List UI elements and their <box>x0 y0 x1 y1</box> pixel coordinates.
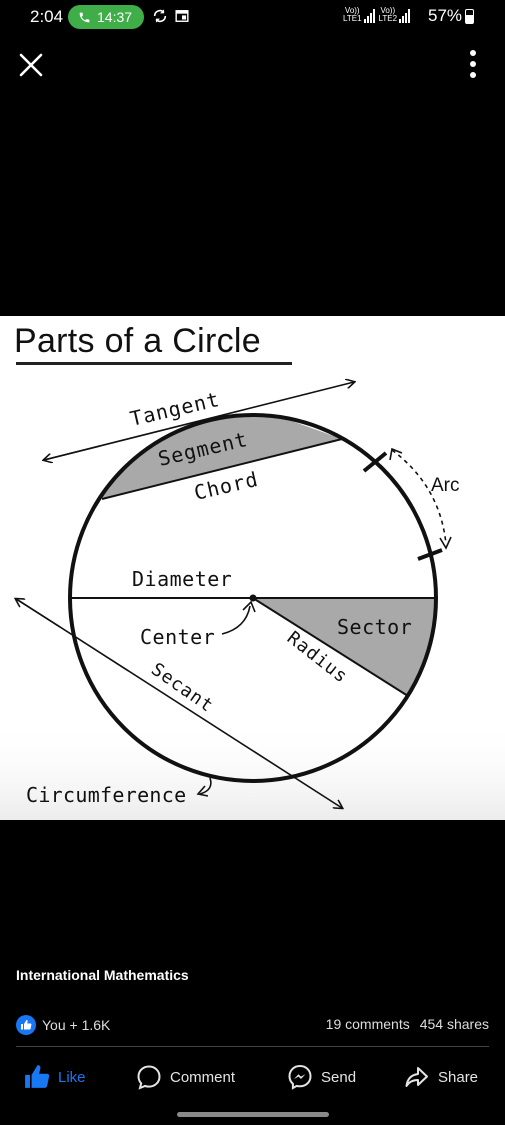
chord-line <box>101 438 343 500</box>
label-circumference: Circumference <box>26 783 186 807</box>
post-author[interactable]: International Mathematics <box>16 967 189 983</box>
like-reaction-icon <box>16 1015 36 1035</box>
reactions-summary[interactable]: You + 1.6K <box>16 1015 110 1035</box>
label-center: Center <box>140 625 215 649</box>
arc-arrowhead-bottom <box>439 536 452 550</box>
center-dot <box>249 594 257 602</box>
sim2-volte-label: Vo)) <box>380 6 396 15</box>
secant-left-arrow <box>16 599 61 628</box>
more-vertical-icon[interactable] <box>465 46 481 82</box>
like-label: Like <box>58 1068 86 1086</box>
arc-tick-top <box>362 451 388 473</box>
gallery-icon <box>175 10 189 22</box>
sim1-volte-label: Vo)) <box>344 6 360 15</box>
circumference-pointer <box>199 777 212 795</box>
phone-icon <box>79 12 90 22</box>
sim2-signal: Vo)) LTE2 <box>379 7 411 23</box>
arc-dashed-arrow <box>391 449 447 545</box>
tangent-left-arrow <box>44 445 101 460</box>
label-secant: Secant <box>147 659 217 717</box>
label-arc: Arc <box>431 475 460 496</box>
home-indicator[interactable] <box>177 1112 329 1117</box>
call-duration: 14:37 <box>97 9 133 25</box>
share-button[interactable]: Share <box>404 1060 478 1094</box>
sim2-lte-label: LTE2 <box>378 14 398 23</box>
messenger-icon <box>288 1064 312 1090</box>
arc-tick-bottom <box>417 548 443 561</box>
sim1-lte-label: LTE1 <box>343 14 362 23</box>
battery-indicator: 57% <box>428 6 475 26</box>
comment-button[interactable]: Comment <box>136 1060 235 1094</box>
status-bar: 2:04 14:37 Vo)) LTE1 Vo)) LTE2 57% <box>0 0 505 34</box>
post-image[interactable]: Parts of a Circle <box>0 316 505 820</box>
sim1-signal: Vo)) LTE1 <box>343 7 375 23</box>
arc-arrowhead-top <box>389 447 403 461</box>
circle-diagram: Tangent Segment Chord Arc Diameter Cente… <box>0 316 505 820</box>
share-arrow-icon <box>405 1067 428 1087</box>
status-time: 2:04 <box>30 7 64 26</box>
reaction-count: You + 1.6K <box>42 1017 111 1033</box>
signal-bars-icon <box>399 9 411 23</box>
sector-fill <box>253 598 437 696</box>
share-label: Share <box>438 1068 479 1086</box>
send-button[interactable]: Send <box>287 1060 356 1094</box>
signal-indicators: Vo)) LTE1 Vo)) LTE2 <box>343 7 411 23</box>
radius-line <box>252 597 409 697</box>
signal-bars-icon <box>363 9 375 23</box>
divider <box>16 1046 489 1047</box>
thumbs-up-icon <box>25 1065 50 1088</box>
battery-icon <box>465 8 475 24</box>
like-button[interactable]: Like <box>24 1060 86 1094</box>
battery-percent: 57% <box>428 6 463 25</box>
shares-count[interactable]: 454 shares <box>419 1016 489 1032</box>
center-arrowhead <box>242 600 256 613</box>
send-label: Send <box>321 1068 357 1086</box>
circumference-arrowhead <box>196 785 209 797</box>
diagram-title: Parts of a Circle <box>14 322 261 360</box>
secant-line <box>17 599 342 808</box>
title-underline <box>16 362 292 365</box>
comment-label: Comment <box>170 1068 236 1086</box>
engagement-counts: 19 comments 454 shares <box>326 1016 489 1032</box>
center-pointer <box>221 605 251 635</box>
label-diameter: Diameter <box>132 567 232 591</box>
ongoing-call-pill[interactable]: 14:37 <box>68 5 144 29</box>
comments-count[interactable]: 19 comments <box>325 1016 410 1032</box>
sync-icon <box>153 9 167 23</box>
action-bar: Like Comment Send Share <box>0 1060 505 1094</box>
label-sector: Sector <box>337 615 412 639</box>
comment-icon <box>137 1065 161 1090</box>
close-icon[interactable] <box>16 50 46 80</box>
